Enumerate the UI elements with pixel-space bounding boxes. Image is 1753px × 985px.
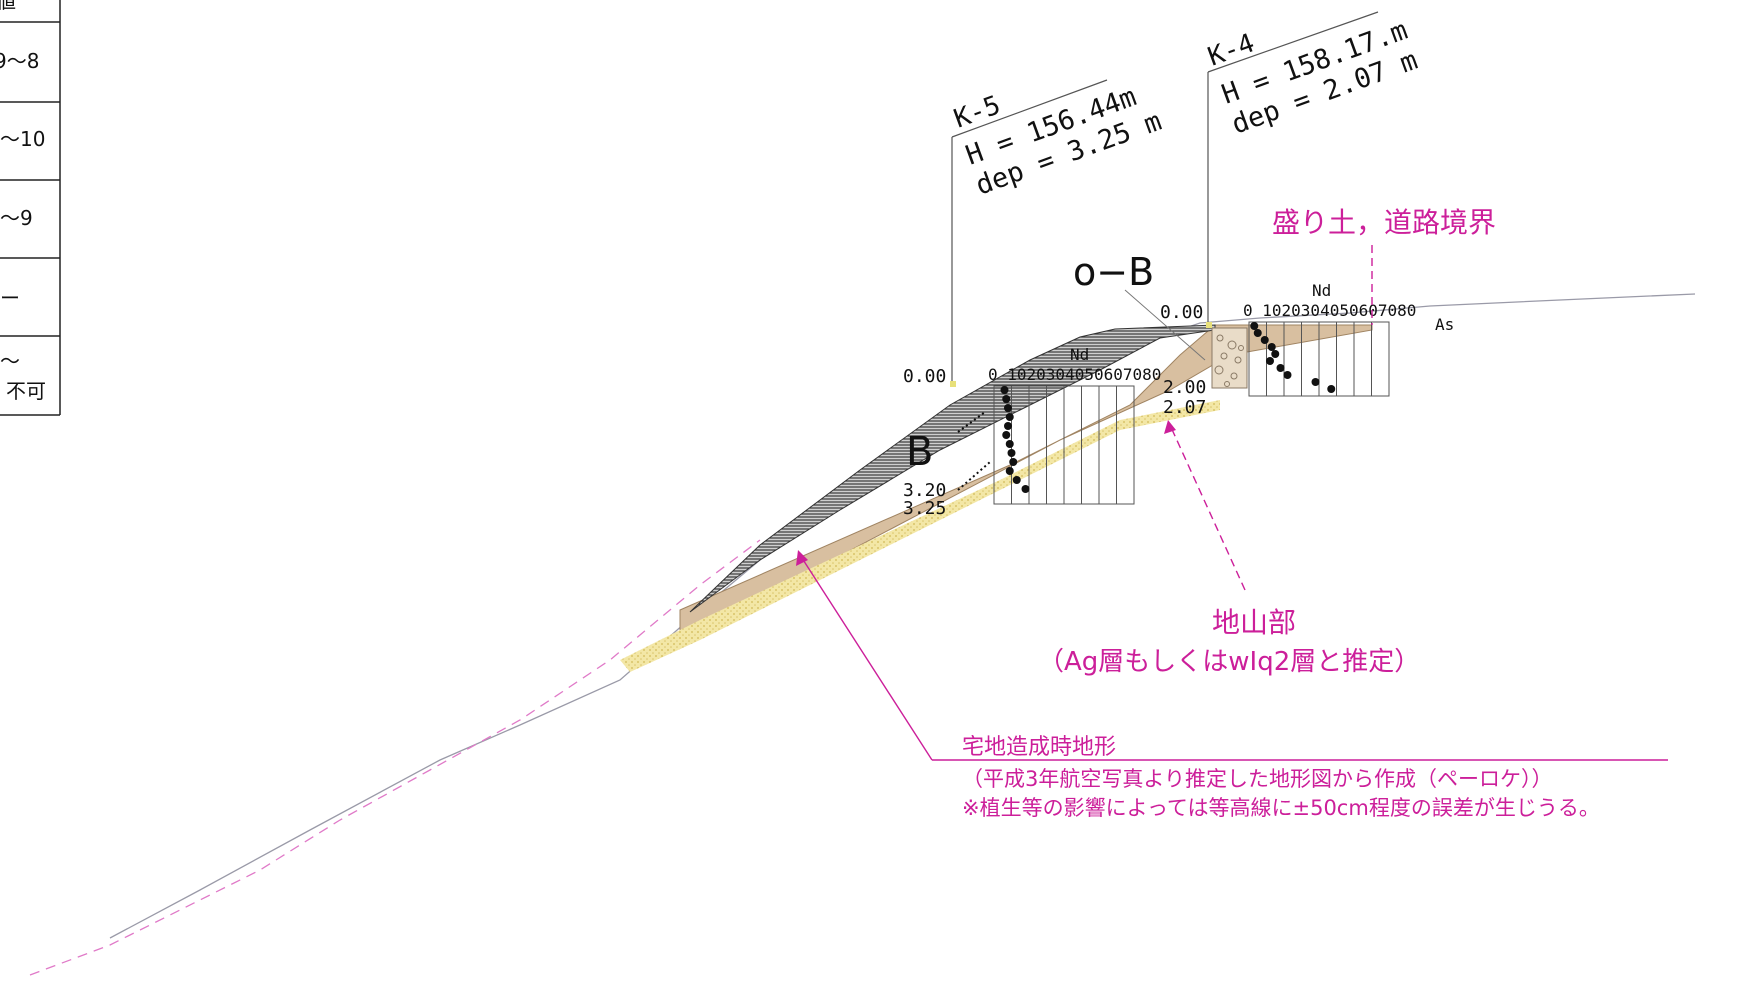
past-terrain-note: ※植生等の影響によっては等高線に±50cm程度の誤差が生じうる。 (962, 796, 1600, 820)
K-5-nd-point (1012, 476, 1021, 484)
K-4-nd-header: Nd (1312, 281, 1331, 300)
K-5-nd-header: Nd (1070, 345, 1089, 364)
K-5-nd-point (1009, 458, 1018, 466)
K-5-nd-scale: 0 1020304050607080 (988, 365, 1161, 384)
K-5-layer-ticks (957, 411, 991, 491)
K-4-nd-point (1311, 378, 1320, 386)
o-B-boulder-zone (1211, 327, 1248, 389)
past-terrain-title: 宅地造成時地形 (962, 735, 1116, 760)
K-4-nd-scale: 0 1020304050607080 (1243, 301, 1416, 320)
K-5-nd-point (1002, 395, 1011, 403)
K-4-nd-point (1276, 364, 1285, 372)
K-5-nd-point (1021, 485, 1030, 493)
K-4-nd-points (1250, 322, 1336, 393)
K-4-layer-depth-2: 2.07 (1163, 397, 1206, 418)
K-4-layer-depth-1: 2.00 (1163, 377, 1206, 398)
K-5-nd-point (1005, 467, 1014, 475)
legend-cell-1: 9〜8 (0, 49, 39, 73)
K-4-nd-point (1327, 385, 1336, 393)
K-4-nd-point (1253, 329, 1262, 337)
legend-cell-2: 〜10 (0, 127, 45, 151)
ground-label: 地山部 (1212, 606, 1296, 639)
K-4-nd-point (1266, 357, 1274, 365)
K-5-nd-point (1007, 449, 1016, 457)
o-B-boulders (1214, 334, 1244, 387)
o-B-leader (1124, 289, 1206, 361)
K-5-top-depth: 0.00 (903, 366, 946, 387)
K-5-nd-point (1004, 422, 1012, 430)
legend-cell-5: 〜 (0, 349, 20, 373)
K-5-nd-point (1000, 386, 1009, 394)
layer-label-As: As (1435, 315, 1454, 334)
K-4-nd-point (1271, 350, 1280, 358)
layer-label-o-B: o−B (1073, 250, 1154, 294)
K-4-nd-point (1250, 322, 1259, 330)
K-5-layer-depth-1: 3.20 (903, 480, 946, 501)
annotation-fill-boundary: 盛り土，道路境界 (1272, 206, 1496, 325)
past-terrain-source: （平成3年航空写真より推定した地形図から作成（ペーロケ）） (962, 767, 1552, 791)
legend-cell-6: 不可 (6, 379, 46, 403)
legend-top-fragment: 値 (0, 0, 16, 13)
sand-base-strip (620, 400, 1220, 672)
terrain-lines (29, 293, 1696, 976)
legend-cell-4: ー (0, 286, 20, 310)
fill-boundary-label: 盛り土，道路境界 (1272, 206, 1496, 239)
K-5-nd-point (1005, 440, 1014, 448)
annotation-ground: 地山部 （Ag層もしくはwIq2層と推定） (1038, 420, 1420, 677)
K-5-nd-points (1000, 386, 1030, 493)
K-5-nd-point (1005, 413, 1014, 421)
K-4-nd-point (1283, 371, 1292, 379)
K-5-nd-point (1002, 431, 1011, 439)
K-5-label: K-5 (950, 90, 1004, 134)
legend-cell-3: 〜9 (0, 206, 33, 230)
K-4-nd-grid (1248, 321, 1390, 397)
past-terrain-line (29, 539, 761, 976)
present-ground-line (109, 293, 1696, 939)
K-4-top-depth: 0.00 (1160, 302, 1203, 323)
ground-note: （Ag層もしくはwIq2層と推定） (1038, 647, 1420, 677)
annotation-past-terrain: 宅地造成時地形 （平成3年航空写真より推定した地形図から作成（ペーロケ）） ※植… (796, 550, 1668, 820)
K-5-nd-point (1004, 404, 1012, 412)
K-5-layer-depth-2: 3.25 (903, 498, 946, 519)
K-4-nd-point (1260, 336, 1269, 344)
legend-table: 値 9〜8 〜10 〜9 ー 〜 不可 (0, 0, 61, 416)
layer-label-B: B (906, 429, 933, 475)
K-4-nd-point (1267, 343, 1276, 351)
K-4-label: K-4 (1204, 28, 1258, 72)
